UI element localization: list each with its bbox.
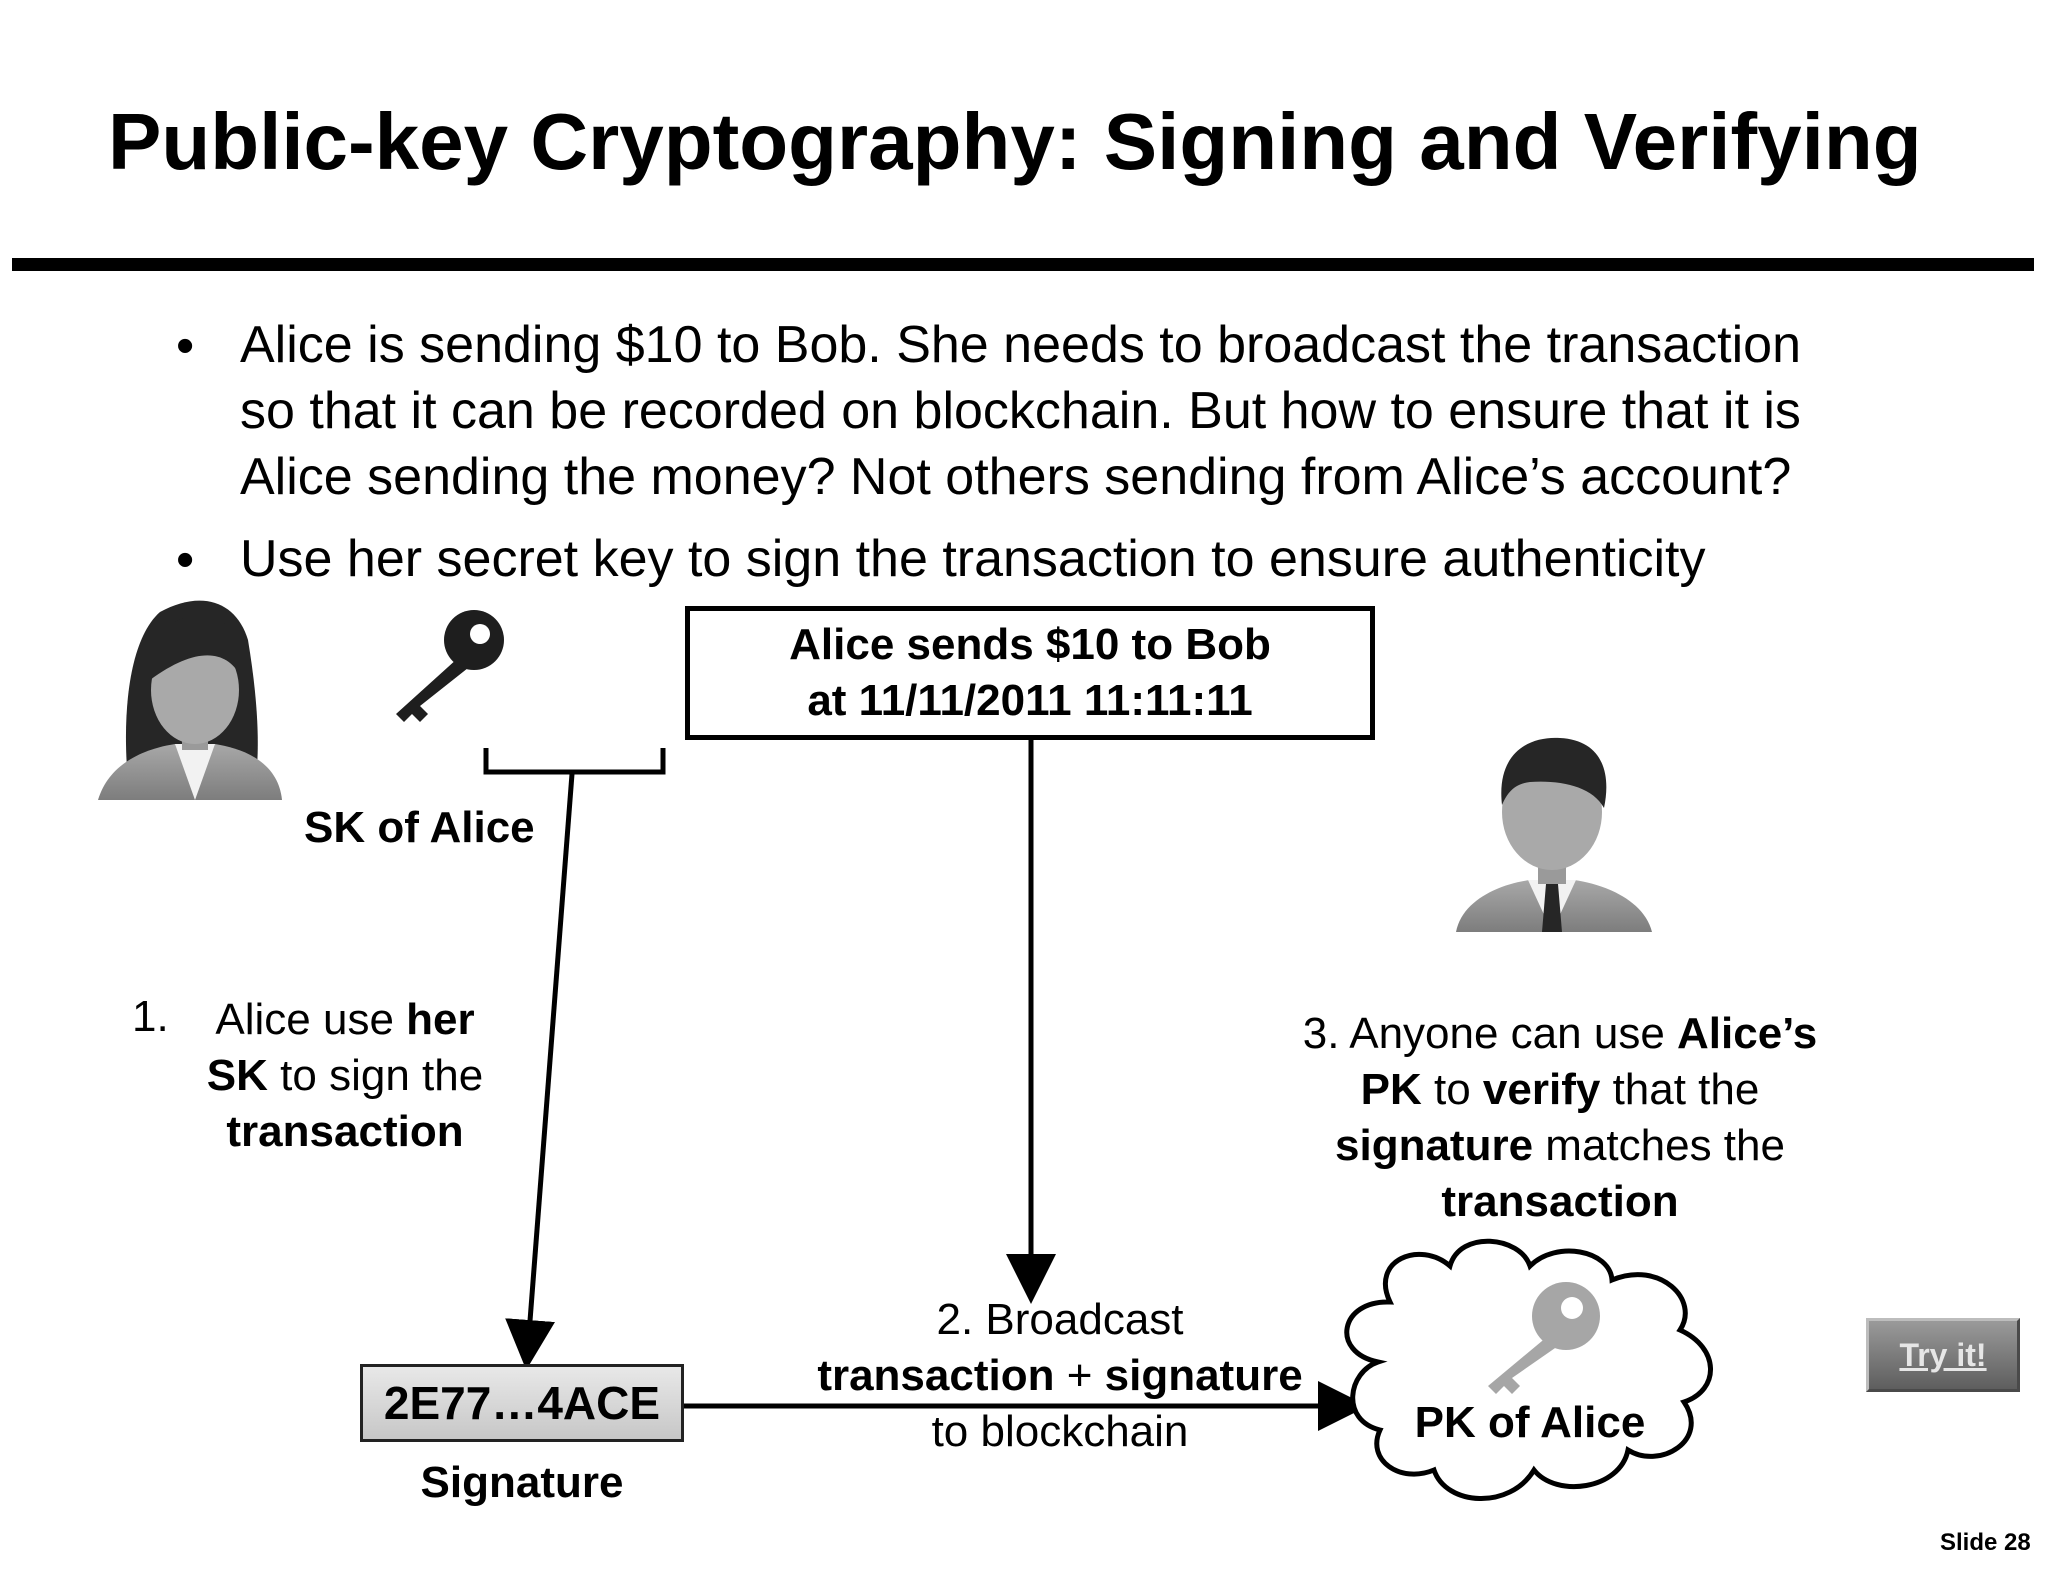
step-3-text: 3. Anyone can use Alice’s PK to verify t…: [1250, 1006, 1870, 1230]
step-1-part-bold: SK: [206, 1051, 268, 1100]
transaction-box: Alice sends $10 to Bob at 11/11/2011 11:…: [685, 606, 1375, 740]
step-3-part-bold: Alice’s: [1677, 1009, 1818, 1058]
secret-key-icon: [396, 610, 504, 722]
title-divider: [12, 258, 2034, 271]
key-bracket: [483, 748, 666, 775]
step-3-part: matches the: [1533, 1121, 1785, 1170]
step-1-part-bold: her: [406, 995, 475, 1044]
transaction-line-2: at 11/11/2011 11:11:11: [807, 676, 1253, 725]
bullet-2-line-1: Use her secret key to sign the transacti…: [240, 530, 1706, 588]
alice-avatar-icon: [98, 600, 282, 800]
step-3-part: 3. Anyone can use: [1302, 1009, 1678, 1058]
slide-number: Slide 28: [1940, 1529, 2031, 1556]
bullet-1-line-3: Alice sending the money? Not others send…: [240, 448, 1792, 506]
bullet-1-line-2: so that it can be recorded on blockchain…: [240, 382, 1801, 440]
sign-arrow: [505, 773, 575, 1370]
try-it-button[interactable]: Try it!: [1866, 1318, 2020, 1392]
bullet-marker: •: [176, 317, 195, 375]
step-2-line-3: to blockchain: [931, 1407, 1189, 1456]
bullet-1-line-1: Alice is sending $10 to Bob. She needs t…: [240, 316, 1802, 374]
step-1-part: to sign the: [267, 1051, 484, 1100]
step-2-part-bold: signature: [1104, 1351, 1303, 1400]
step-1-number: 1.: [132, 992, 169, 1041]
step-2-text: 2. Broadcast transaction + signature to …: [790, 1292, 1330, 1460]
step-1-part: Alice use: [215, 995, 407, 1044]
step-3-part-bold: PK: [1360, 1065, 1422, 1114]
pk-label: PK of Alice: [1414, 1398, 1646, 1447]
transaction-line-1: Alice sends $10 to Bob: [789, 620, 1271, 669]
step-1-part-bold: transaction: [226, 1107, 464, 1156]
cloud-icon: [1344, 1238, 1713, 1501]
step-3-part: to: [1421, 1065, 1483, 1114]
signature-label: Signature: [420, 1458, 624, 1507]
step-3-part-bold: transaction: [1441, 1177, 1679, 1226]
step-3-part: that the: [1600, 1065, 1760, 1114]
step-3-part-bold: verify: [1482, 1065, 1601, 1114]
slide-title: Public-key Cryptography: Signing and Ver…: [108, 97, 1922, 186]
step-2-part: +: [1054, 1351, 1105, 1400]
step-2-line-1: 2. Broadcast: [936, 1295, 1184, 1344]
sk-label: SK of Alice: [304, 803, 535, 852]
signature-box: 2E77…4ACE: [360, 1364, 684, 1442]
step-1-text: Alice use her SK to sign the transaction: [190, 992, 500, 1160]
bullet-marker: •: [176, 531, 195, 589]
step-2-part-bold: transaction: [817, 1351, 1055, 1400]
step-3-part-bold: signature: [1335, 1121, 1534, 1170]
bob-avatar-icon: [1456, 737, 1652, 932]
public-key-icon: [1488, 1282, 1600, 1394]
